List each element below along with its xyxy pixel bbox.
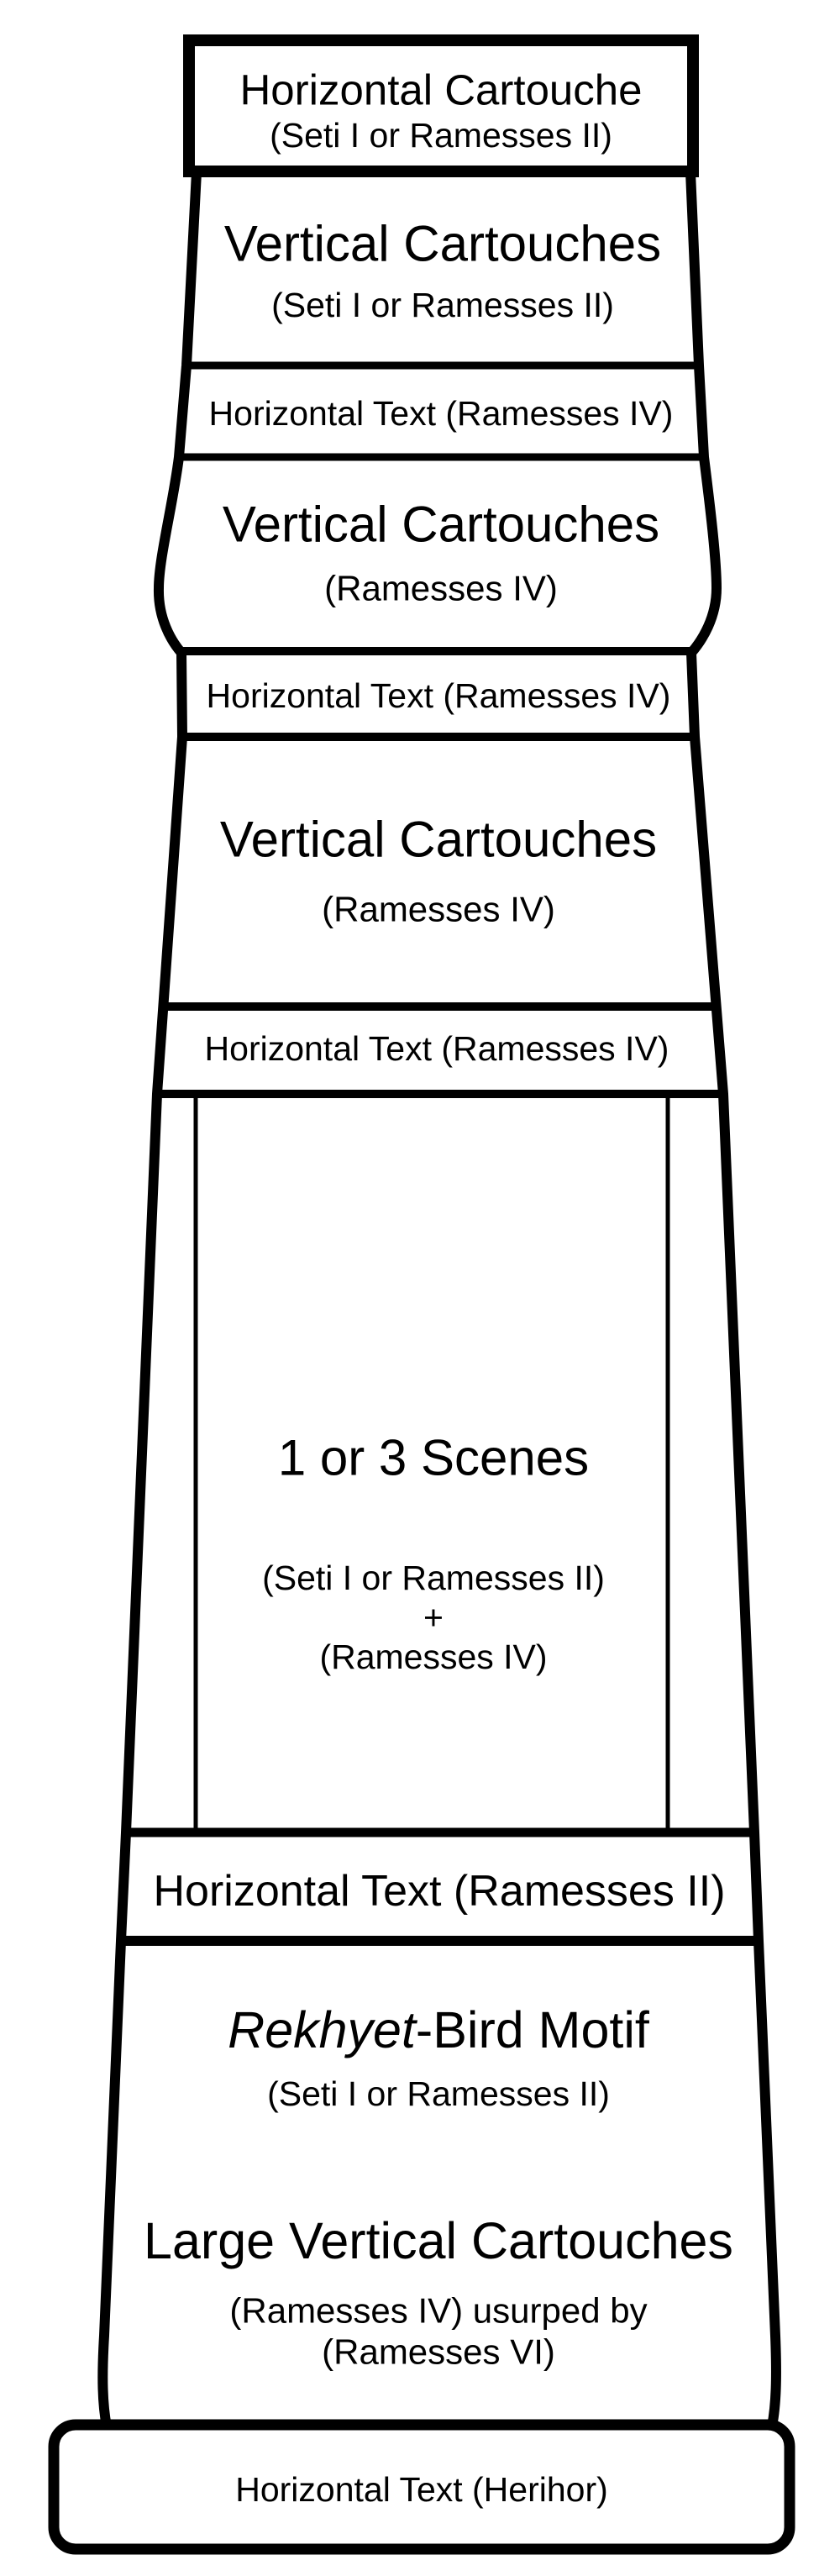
large-cartouches-subtitle-2: (Ramesses VI) — [322, 2332, 555, 2372]
band-4-label: Horizontal Text (Ramesses II) — [153, 1867, 725, 1916]
scenes-attribution-1: (Seti I or Ramesses II) — [262, 1559, 605, 1597]
shaft-upper-title: Vertical Cartouches — [220, 812, 657, 868]
rekhyet-rest-word: -Bird Motif — [416, 2001, 650, 2058]
abacus-subtitle: (Seti I or Ramesses II) — [270, 116, 612, 155]
capital-upper-subtitle: (Seti I or Ramesses II) — [271, 286, 614, 324]
rekhyet-motif-title: Rekhyet-Bird Motif — [228, 2001, 650, 2058]
rekhyet-italic-word: Rekhyet — [228, 2001, 418, 2058]
capital-upper-title: Vertical Cartouches — [224, 216, 661, 272]
band-2-label: Horizontal Text (Ramesses IV) — [207, 676, 671, 715]
scenes-attribution-2: (Ramesses IV) — [319, 1638, 547, 1676]
base-label: Horizontal Text (Herihor) — [235, 2470, 608, 2509]
scenes-title: 1 or 3 Scenes — [278, 1430, 589, 1486]
abacus-title: Horizontal Cartouche — [239, 66, 642, 114]
large-cartouches-title: Large Vertical Cartouches — [144, 2212, 733, 2269]
band-3-label: Horizontal Text (Ramesses IV) — [205, 1029, 669, 1068]
rekhyet-subtitle: (Seti I or Ramesses II) — [267, 2074, 610, 2113]
base-plinth — [48, 2419, 795, 2555]
large-cartouches-subtitle-1: (Ramesses IV) usurped by — [229, 2291, 647, 2331]
band-1-label: Horizontal Text (Ramesses IV) — [209, 394, 674, 433]
capital-lower-subtitle: (Ramesses IV) — [324, 569, 558, 608]
abacus-box — [183, 34, 699, 177]
scenes-plus-sign: + — [423, 1598, 444, 1637]
capital-lower-title: Vertical Cartouches — [223, 497, 659, 553]
shaft-upper-subtitle: (Ramesses IV) — [322, 890, 555, 929]
